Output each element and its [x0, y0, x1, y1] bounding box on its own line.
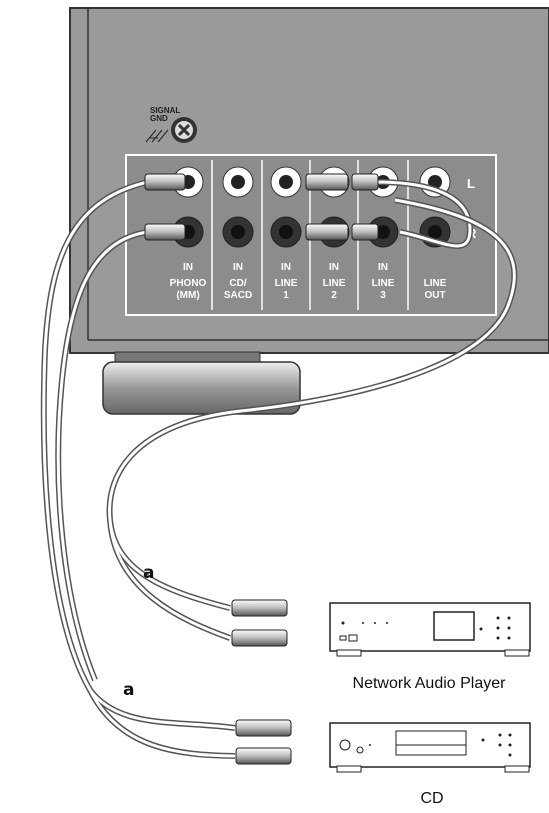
- cable-label-a: a: [123, 680, 134, 700]
- jack-label-name2: 1: [283, 290, 289, 301]
- jack-label-name2: (MM): [176, 290, 199, 301]
- jack-label-dir: IN: [183, 262, 193, 273]
- network-audio-player-device: [329, 602, 531, 657]
- ground-symbol-icon: [145, 129, 169, 143]
- rca-plugs-devices: [231, 599, 292, 765]
- jack-label-name2: 3: [380, 290, 386, 301]
- cd-player-caption: CD: [420, 790, 443, 807]
- jack-label-name1: LINE: [275, 278, 298, 289]
- channel-left-label: L: [467, 176, 475, 191]
- cd-player-device: [329, 722, 531, 773]
- network-audio-player-caption: Network Audio Player: [353, 675, 507, 692]
- jack-label-dir: IN: [329, 262, 339, 273]
- screw-icon: [177, 123, 191, 137]
- jack-label-name2: SACD: [224, 290, 252, 301]
- signal-gnd-terminal: SIGNAL GND: [145, 106, 197, 143]
- cable-label-a: a: [143, 563, 154, 583]
- jack-label-dir: IN: [233, 262, 243, 273]
- signal-gnd-label-2: GND: [150, 114, 168, 123]
- jack-label-name1: CD/: [229, 278, 246, 289]
- jack-label-dir: IN: [378, 262, 388, 273]
- jack-label-name1: PHONO: [170, 278, 207, 289]
- cable-network-player: [106, 179, 518, 641]
- jack-label-dir: LINE: [424, 278, 447, 289]
- amplifier-foot: [102, 351, 301, 415]
- cable-cd-player: [40, 179, 236, 759]
- rca-plugs-panel: [144, 173, 379, 241]
- jack-label-name1: LINE: [323, 278, 346, 289]
- jack-label-name1: OUT: [424, 290, 445, 301]
- signal-gnd-label-1: SIGNAL: [150, 106, 180, 115]
- jack-label-dir: IN: [281, 262, 291, 273]
- jack-label-name1: LINE: [372, 278, 395, 289]
- jack-label-name2: 2: [331, 290, 337, 301]
